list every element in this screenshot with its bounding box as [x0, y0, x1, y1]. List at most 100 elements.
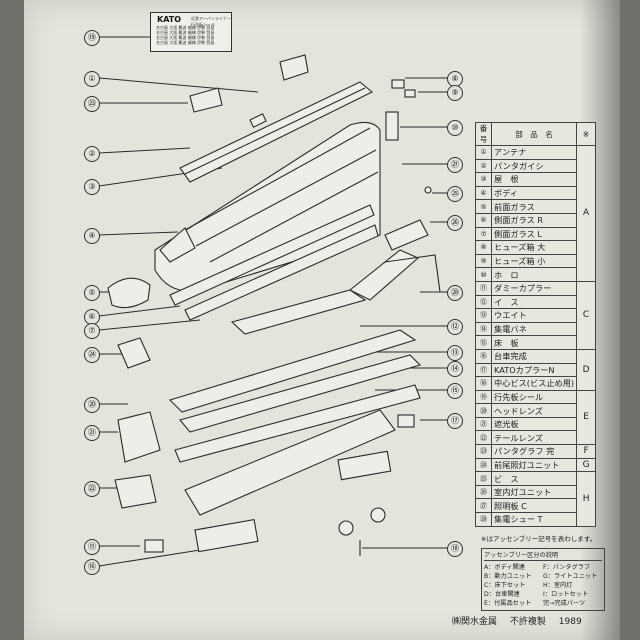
legend-row: A：ボディ関連 F：パンタグラフ	[484, 563, 602, 572]
assembly-group: A	[576, 145, 597, 282]
callout-12: ⑫	[447, 319, 463, 335]
part-number: ③	[475, 172, 492, 187]
part-number: ⑨	[475, 253, 492, 269]
legend-entry: I：ロットセット	[543, 591, 589, 598]
legend-entry: F：パンタグラフ	[543, 564, 591, 571]
leader-line	[98, 319, 201, 331]
callout-14: ⑭	[447, 361, 463, 377]
part-name: イ ス	[490, 294, 578, 310]
callout-9: ⑨	[447, 85, 463, 101]
dummy-coupler	[144, 539, 164, 553]
part-number: ㉔	[475, 457, 492, 473]
kato-coupler	[397, 414, 415, 428]
callout-5: ⑤	[84, 285, 100, 301]
part-number: ⑪	[475, 280, 492, 296]
callout-15: ⑮	[447, 383, 463, 399]
part-number: ⑲	[475, 389, 492, 405]
part-name: ダミーカプラー	[490, 280, 578, 296]
assembly-note: ※はアッセンブリー記号を表わします。	[481, 535, 597, 543]
part-name: 前尾照灯ユニット	[490, 457, 578, 473]
assembly-group: C	[576, 280, 597, 350]
leader-line	[98, 147, 191, 154]
label-title: 近鉄アーバンライナー 行先板シール	[191, 16, 231, 27]
callout-22: ㉒	[84, 481, 100, 497]
callout-10: ⑩	[447, 120, 463, 136]
part-number: ⑭	[475, 321, 492, 337]
callout-11: ⑪	[84, 539, 100, 555]
label-line: 名古屋 大阪 難波 鶴橋 伊勢 賢島	[156, 40, 215, 45]
underfloor	[184, 409, 396, 516]
fuse-box-large	[391, 79, 405, 89]
callout-25: ㉕	[447, 186, 463, 202]
callout-7: ⑦	[84, 323, 100, 339]
part-number: ④	[475, 185, 492, 201]
callout-20: ⑳	[84, 397, 100, 413]
col-number: 番号	[475, 122, 492, 146]
part-name: 集電バネ	[490, 321, 578, 337]
wheel	[370, 507, 386, 523]
legend-entry: H：室内灯	[543, 582, 573, 589]
part-name: 行先板シール	[490, 389, 578, 405]
part-number: ㉓	[475, 444, 492, 459]
part-name: 遮光板	[490, 416, 578, 432]
part-number: ⑯	[475, 348, 492, 364]
side-glass-r	[169, 204, 375, 306]
part-number: ②	[475, 158, 492, 174]
callout-24: ㉔	[84, 347, 100, 363]
part-name: 中心ビス(ビス止め用)	[490, 376, 578, 391]
callout-1: ①	[84, 71, 100, 87]
footer-copyright: 不許複製	[509, 617, 546, 627]
callout-13: ⑬	[447, 345, 463, 361]
leader-line	[98, 549, 201, 567]
light-board	[348, 249, 420, 301]
label-brand: KATO	[157, 15, 182, 24]
front-glass	[107, 277, 151, 309]
part-name: ヘッドレンズ	[490, 403, 578, 418]
callout-28: ㉘	[447, 285, 463, 301]
pantograph	[279, 54, 309, 81]
part-number: ⑥	[475, 212, 492, 228]
bogie-rear	[337, 450, 392, 481]
screw-head	[424, 186, 432, 194]
part-name: 側面ガラス L	[490, 226, 578, 242]
legend-entry: A：ボディ関連	[484, 564, 525, 571]
callout-26: ㉖	[447, 215, 463, 231]
part-name: 集電シュー T	[490, 512, 578, 527]
assembly-group: D	[576, 348, 597, 391]
label-line: 名古屋 大阪 難波 鶴橋 伊勢 賢島	[156, 30, 215, 35]
part-number: ⑱	[475, 376, 492, 391]
assembly-legend: アッセンブリー区分の説明 A：ボディ関連 F：パンタグラフ B：動力ユニット G：ラ…	[481, 548, 605, 611]
legend-entry: B：動力ユニット	[484, 573, 532, 580]
part-number: ⑰	[475, 362, 492, 378]
legend-entry: C：床下セット	[484, 582, 526, 589]
spring-plate	[179, 354, 422, 433]
part-number: ㉒	[475, 430, 492, 446]
part-number: ㉘	[475, 512, 492, 527]
footer-year: 1989	[558, 617, 582, 627]
part-number: ⑮	[475, 335, 492, 350]
part-number: ㉑	[475, 416, 492, 432]
legend-entry: G：ライトユニット	[543, 573, 598, 580]
leader-line	[98, 231, 179, 236]
footer-maker: ㈱関水金属	[452, 617, 498, 627]
part-name: 照明板 C	[490, 498, 578, 514]
destination-label-sheet: KATO 近鉄アーバンライナー 行先板シール 名古屋 大阪 難波 鶴橋 伊勢 賢…	[150, 12, 232, 52]
part-number: ㉕	[475, 471, 492, 486]
callout-3: ③	[84, 179, 100, 195]
legend-title: アッセンブリー区分の説明	[484, 551, 602, 561]
legend-entry: E：付属品セット	[484, 600, 532, 607]
footer: ㈱関水金属 不許複製 1989	[452, 614, 592, 627]
part-name: ホ ロ	[490, 267, 578, 282]
part-name: 側面ガラス R	[490, 212, 578, 228]
